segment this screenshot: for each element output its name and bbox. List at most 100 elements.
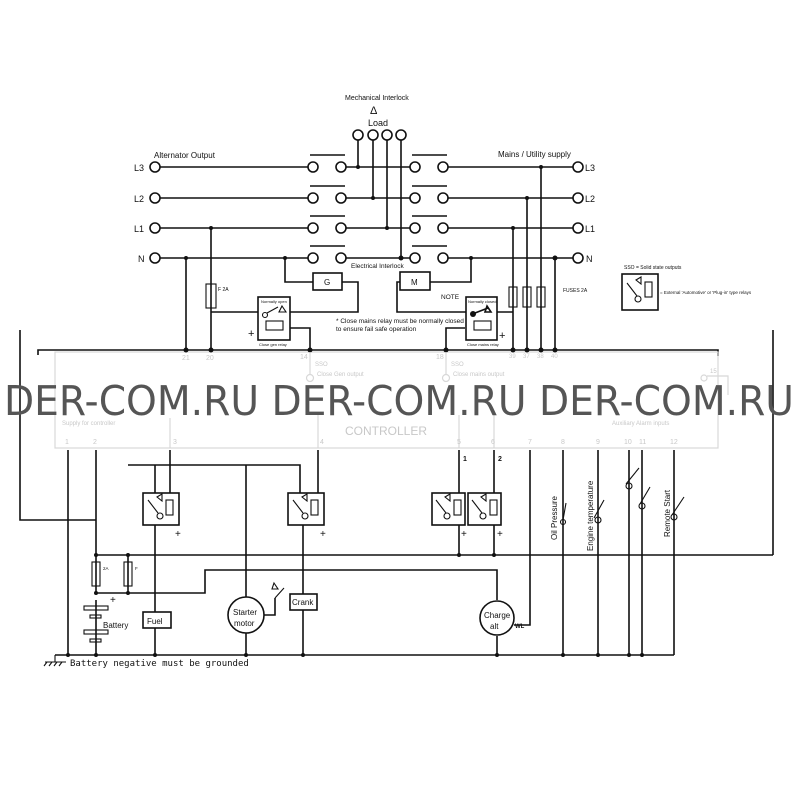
relay-2-label: 2 — [498, 456, 502, 463]
mains-relay-type: Normally closed — [468, 299, 496, 304]
note-text-line-2: to ensure fail safe operation — [336, 326, 417, 333]
phase-label-n-right: N — [586, 254, 593, 264]
controller-title: CONTROLLER — [345, 424, 427, 438]
relay-symbol-icon — [621, 273, 659, 311]
wl-label: WL — [515, 624, 525, 630]
svg-text:+: + — [110, 595, 116, 606]
oil-pressure-label: Oil Pressure — [550, 495, 559, 540]
charge-label-2: alt — [490, 622, 499, 631]
starter-motor-icon — [227, 596, 265, 634]
fuse-f-label: F — [135, 566, 138, 571]
controller: 21 20 14 18 39 37 38 40 SSO SSO Close Ge… — [37, 347, 729, 449]
mains-control-circuit: M FUSES 2A NOTE Normally closed Close ma… — [336, 167, 588, 350]
ground-note: Battery negative must be grounded — [70, 659, 249, 669]
legend-relays: = External 'Automotive' or 'Plug-in' typ… — [660, 290, 752, 295]
mains-relay: Normally closed Close mains relay + — [465, 296, 505, 347]
fuse-icon — [205, 283, 217, 309]
electrical-interlock-label: Electrical Interlock — [351, 263, 404, 270]
terminal-8: 8 — [561, 439, 565, 446]
fuse-icon — [522, 286, 532, 308]
phase-label-l3-left: L3 — [134, 163, 144, 173]
terminal-38: 38 — [537, 354, 544, 360]
alternator-output-label: Alternator Output — [154, 151, 216, 160]
plus-sign: + — [248, 328, 254, 340]
fuel-solenoid — [142, 611, 172, 629]
gen-relay: Normally open Close gen relay + — [248, 296, 291, 347]
sso-label: SSO — [451, 362, 464, 368]
starter-label-1: Starter — [233, 608, 257, 617]
close-gen-output-label: Close Gen output — [317, 372, 364, 378]
terminal-9: 9 — [596, 439, 600, 446]
phase-label-l2-left: L2 — [134, 194, 144, 204]
phase-label-l3-right: L3 — [585, 163, 595, 173]
crank-label: Crank — [292, 598, 314, 607]
mains-supply-label: Mains / Utility supply — [498, 150, 571, 159]
aux-relay-1: + — [431, 492, 467, 540]
gen-contactor-coil — [312, 272, 343, 291]
terminal-4: 4 — [320, 439, 324, 446]
fuse-icon — [91, 561, 101, 587]
terminal-18: 18 — [436, 354, 444, 361]
fuse-icon — [508, 286, 518, 308]
fuse-left-label: F 2A — [218, 287, 229, 293]
fuses-right-label: FUSES 2A — [563, 288, 588, 294]
phase-label-l1-left: L1 — [134, 224, 144, 234]
close-mains-output-label: Close mains output — [453, 372, 505, 378]
charge-label-1: Charge — [484, 611, 511, 620]
legend: SSO = Solid state outputs = External 'Au… — [621, 265, 752, 311]
battery-icon: + — [83, 595, 116, 643]
crank-box — [289, 593, 318, 611]
terminal-10: 10 — [624, 439, 632, 446]
terminal-39: 39 — [509, 354, 516, 360]
terminal-37: 37 — [523, 354, 530, 360]
interlock-triangle-icon: Δ — [370, 105, 378, 117]
terminal-2: 2 — [93, 439, 97, 446]
terminal-40: 40 — [551, 354, 558, 360]
terminal-6: 6 — [491, 439, 495, 446]
engine-temperature-label: Engine temperature — [586, 480, 595, 551]
gen-control-circuit: F 2A G Electrical Interlock Normally ope… — [185, 228, 404, 350]
contact-terminals — [149, 161, 584, 264]
watermark: DER-COM.RU DER-COM.RU DER-COM.RU — [4, 377, 794, 425]
legend-sso: SSO = Solid state outputs — [624, 265, 682, 271]
terminal-15: 15 — [710, 369, 717, 375]
fuse-2a-label: 2A — [103, 566, 109, 571]
phase-label-l2-right: L2 — [585, 194, 595, 204]
svg-text:+: + — [320, 529, 326, 540]
phase-label-l1-right: L1 — [585, 224, 595, 234]
plus-sign: + — [499, 330, 505, 342]
terminal-3: 3 — [173, 439, 177, 446]
mechanical-interlock-label: Mechanical Interlock — [345, 95, 409, 102]
gen-relay-type: Normally open — [261, 299, 287, 304]
terminal-7: 7 — [528, 439, 532, 446]
charge-alternator-icon — [479, 600, 515, 636]
crank-relay: + — [287, 492, 326, 540]
phase-label-n-left: N — [138, 254, 145, 264]
mains-relay-label: Close mains relay — [467, 342, 499, 347]
phase-lines: Mechanical Interlock Δ Load Alternator O… — [134, 95, 595, 264]
terminal-5: 5 — [457, 439, 461, 446]
svg-text:+: + — [175, 529, 181, 540]
mains-contactor-coil — [399, 271, 431, 291]
supply-label: Supply for controller — [62, 421, 115, 427]
fuel-relay: + — [142, 492, 181, 540]
bottom-terminal-labels: 1 2 3 4 5 6 7 8 9 10 11 12 — [65, 439, 678, 446]
battery-label: Battery — [103, 621, 128, 630]
mains-contactor-label: M — [411, 278, 418, 287]
ground-icon — [43, 655, 66, 667]
gen-contactor-label: G — [324, 278, 330, 287]
note-label: NOTE — [441, 294, 460, 301]
crank-switch-icon — [271, 581, 285, 599]
aux-relay-2: + — [467, 492, 503, 540]
svg-text:+: + — [461, 529, 467, 540]
fuse-icon — [536, 286, 546, 308]
aux-alarm-label: Auxiliary Alarm inputs — [612, 421, 669, 427]
fuel-label: Fuel — [147, 617, 163, 626]
starter-label-2: motor — [234, 619, 255, 628]
svg-text:+: + — [497, 529, 503, 540]
terminal-1: 1 — [65, 439, 69, 446]
terminal-20: 20 — [206, 355, 214, 362]
terminal-14: 14 — [300, 354, 308, 361]
terminal-11: 11 — [639, 439, 646, 446]
